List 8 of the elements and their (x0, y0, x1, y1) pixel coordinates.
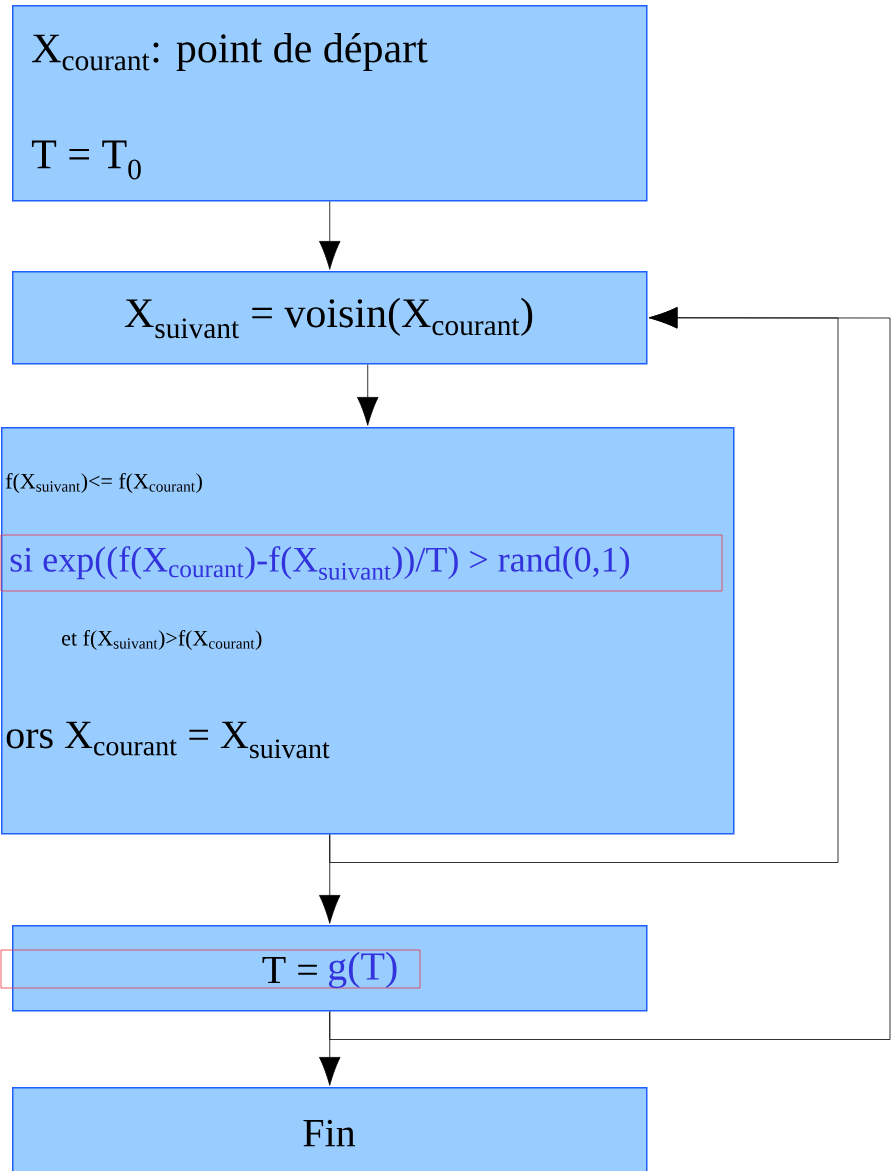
process-box: X$_{courant}$: point de départ T = T$_{0}$ (12, 5, 648, 202)
arrow (329, 307, 891, 1040)
process-box: f(X$_{suivant}$)<= f(X$_{courant}$) si exp((f(X$_{courant}$)-f(X$_{suivant}$))/T) > rand(0,1) et f(X$_{suivant}$)>f(X$_{courant}$) ors X$_{courant}$ = X$_{suivant}$ (0, 427, 735, 835)
process-box: X$_{suivant}$ = voisin(X$_{courant}$) (12, 271, 648, 365)
arrow (319, 201, 341, 270)
process-box: Fin (12, 1087, 648, 1171)
arrow (357, 364, 379, 426)
process-box: T = g(T) (0, 925, 648, 1012)
